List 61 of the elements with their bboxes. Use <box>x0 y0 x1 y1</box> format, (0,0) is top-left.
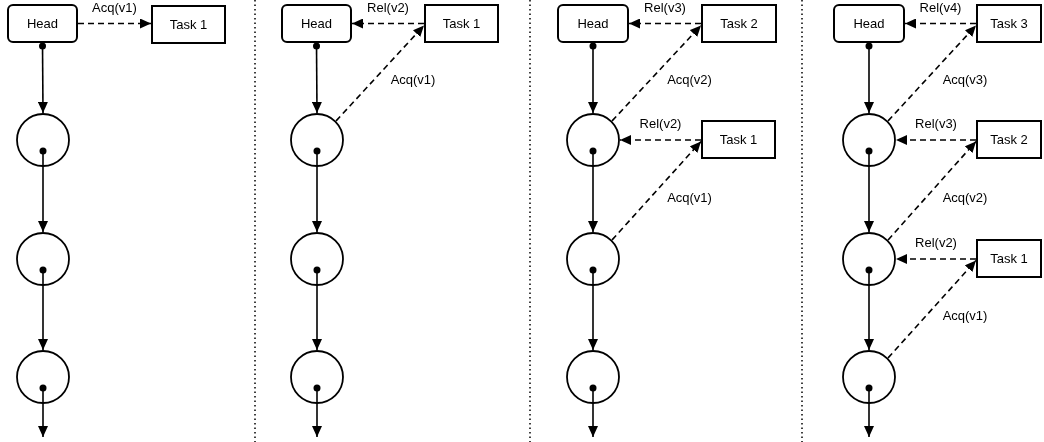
list-node-circle <box>16 113 70 167</box>
edge-label: Acq(v3) <box>941 73 989 88</box>
edge-label: Acq(v2) <box>666 73 713 88</box>
edge-label: Acq(v1) <box>389 73 437 88</box>
arrow <box>588 285 598 351</box>
arrow <box>38 403 48 438</box>
head-box: Head <box>833 4 905 43</box>
list-node-circle <box>290 232 344 286</box>
dashed-arrow <box>619 135 702 145</box>
dashed-arrow <box>628 18 702 29</box>
edge-label: Acq(v1) <box>666 190 713 205</box>
dashed-arrow <box>351 18 425 29</box>
list-node-circle <box>842 232 896 286</box>
dashed-arrow <box>611 140 702 241</box>
arrow <box>38 166 48 233</box>
dashed-arrow <box>611 24 702 122</box>
task-box: Task 1 <box>976 239 1042 278</box>
arrow <box>864 285 874 351</box>
list-node-circle <box>566 113 620 167</box>
task-box: Task 1 <box>424 4 499 43</box>
task-box: Task 2 <box>976 120 1042 159</box>
list-node-circle <box>290 350 344 404</box>
head-box: Head <box>281 4 352 43</box>
list-node-circle <box>290 113 344 167</box>
arrow <box>312 403 322 438</box>
arrow <box>312 285 322 351</box>
edge-label: Acq(v1) <box>941 309 989 324</box>
dashed-arrow <box>904 18 977 29</box>
list-node-circle <box>842 350 896 404</box>
arrow <box>588 166 598 233</box>
edge-label: Rel(v3) <box>643 0 687 15</box>
dashed-arrow <box>887 259 977 359</box>
head-box: Head <box>7 4 78 43</box>
list-node-circle <box>566 232 620 286</box>
dashed-arrow <box>895 135 977 145</box>
arrow <box>38 285 48 351</box>
task-box: Task 1 <box>701 120 776 159</box>
dashed-arrow <box>77 18 152 29</box>
dashed-arrow <box>895 254 977 264</box>
edge-label: Rel(v2) <box>914 236 958 250</box>
edge-label: Acq(v2) <box>941 190 989 205</box>
arrow <box>312 166 322 233</box>
dashed-arrow <box>887 24 977 122</box>
arrow <box>588 403 598 438</box>
list-node-circle <box>16 232 70 286</box>
arrow <box>864 166 874 233</box>
edge-label: Rel(v3) <box>914 117 958 131</box>
edge-label: Acq(v1) <box>91 0 138 15</box>
dashed-arrow <box>887 140 977 241</box>
list-node-circle <box>566 350 620 404</box>
dashed-arrow <box>335 24 425 122</box>
edge-label: Rel(v2) <box>638 117 683 131</box>
list-node-circle <box>842 113 896 167</box>
list-node-circle <box>16 350 70 404</box>
task-box: Task 1 <box>151 5 226 44</box>
edge-label: Rel(v4) <box>918 0 963 15</box>
head-box: Head <box>557 4 629 43</box>
edge-label: Rel(v2) <box>366 0 410 15</box>
arrow <box>864 403 874 438</box>
task-box: Task 2 <box>701 4 777 43</box>
task-box: Task 3 <box>976 4 1042 43</box>
